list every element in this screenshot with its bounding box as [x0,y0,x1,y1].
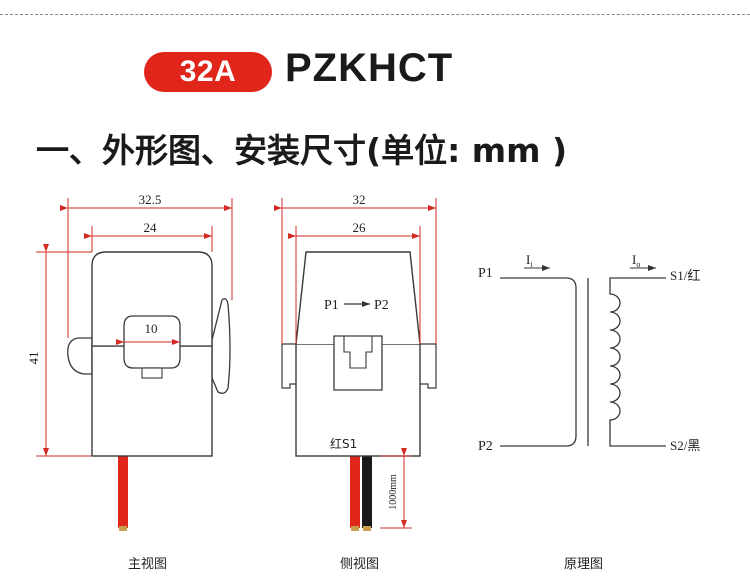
front-view: 32.5 24 41 10 [26,192,233,531]
front-body-upper [91,251,213,346]
side-view-caption: 侧视图 [340,557,380,572]
side-view: P1 P2 红S1 32 26 1000mm [274,192,437,531]
side-black-lead [362,456,372,528]
side-flow-p2: P2 [374,298,389,313]
front-red-lead [118,456,128,528]
side-right-tab [420,343,437,389]
side-red-lead [350,456,360,528]
front-dim-outer-width: 32.5 [139,192,162,207]
front-dimensions [36,198,233,457]
schematic: Ii P1 P2 Io S1/红 S2/黑 [478,252,700,454]
side-left-tab [281,343,296,389]
side-dim-outer-width: 32 [353,192,366,207]
schematic-s1-label: S1/红 [670,268,700,283]
schematic-output-current: Io [632,252,640,269]
front-view-caption: 主视图 [128,557,168,572]
model-name: PZKHCT [285,46,454,90]
side-dimensions [274,198,437,529]
side-dim-inner-width: 26 [353,220,367,235]
side-body-upper [295,251,421,345]
schematic-p2-label: P2 [478,439,493,454]
front-dim-window: 10 [145,321,158,336]
front-dim-inner-width: 24 [144,220,158,235]
side-flow-p1: P1 [324,298,339,313]
front-hinge [67,337,93,375]
schematic-primary-conductor [500,277,577,447]
schematic-secondary-coil [609,277,666,447]
side-lead-label: 红S1 [330,436,357,451]
rating-badge-label: 32A [179,55,237,88]
top-dashed-divider [0,14,750,15]
front-latch [211,298,231,394]
schematic-p1-label: P1 [478,266,493,281]
schematic-s2-label: S2/黑 [670,438,700,453]
front-dim-height: 41 [26,352,41,365]
schematic-caption: 原理图 [564,557,604,572]
section-title: 一、外形图、安装尺寸(单位: mm ) [36,131,568,170]
schematic-input-current: Ii [526,252,533,269]
side-dim-lead-length: 1000mm [388,474,399,510]
side-body-lower [295,343,421,457]
side-slot [333,335,383,391]
rating-badge: 32A [144,52,272,92]
